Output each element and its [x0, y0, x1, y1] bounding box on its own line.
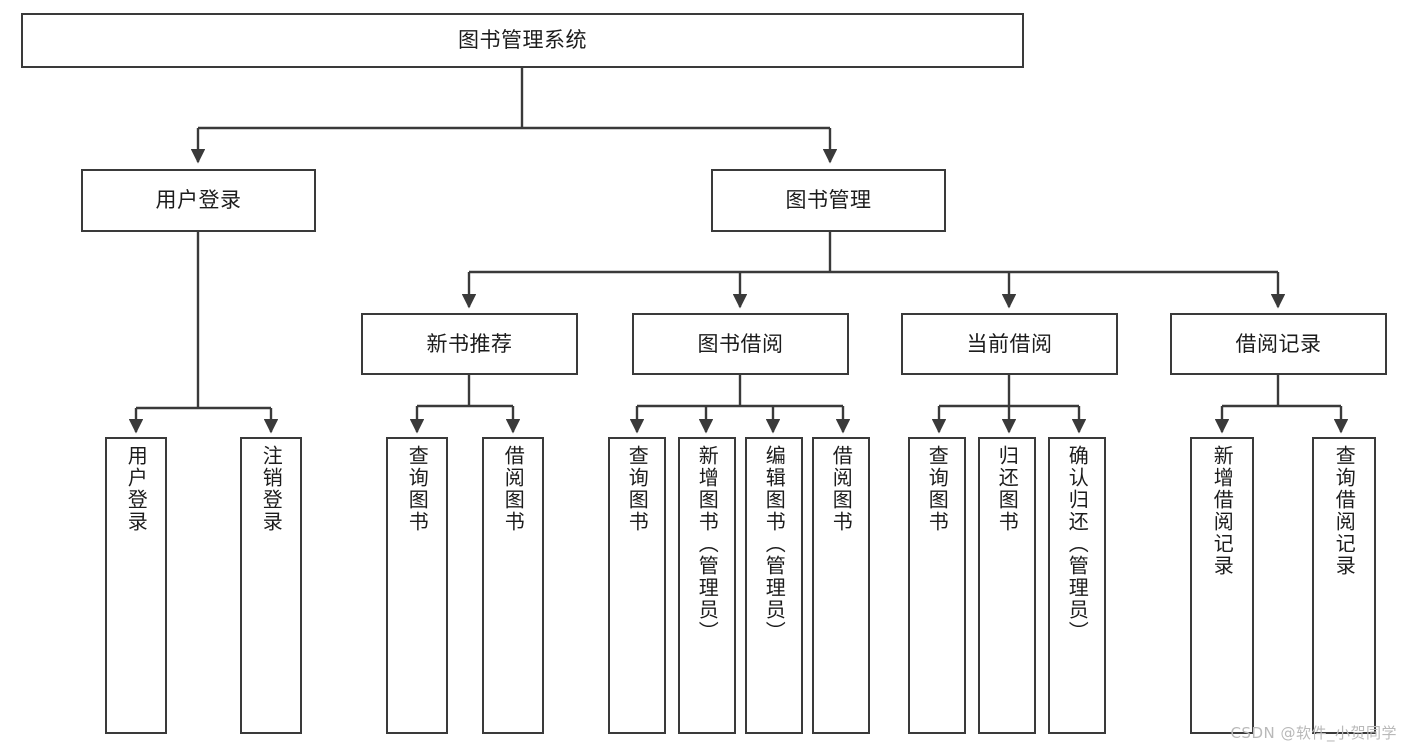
- node-borrow-record[interactable]: 借阅记录: [1170, 313, 1387, 375]
- leaf-borrow-query-book[interactable]: 查询图书: [608, 437, 666, 734]
- leaf-recommend-query-book[interactable]: 查询图书: [386, 437, 448, 734]
- node-user-login[interactable]: 用户登录: [81, 169, 316, 232]
- node-label: 注销登录: [259, 445, 284, 533]
- leaf-borrow-edit-book-admin[interactable]: 编辑图书（管理员）: [745, 437, 803, 734]
- leaf-borrow-borrow-book[interactable]: 借阅图书: [812, 437, 870, 734]
- node-label: 用户登录: [155, 188, 242, 213]
- node-label: 查询借阅记录: [1332, 445, 1357, 577]
- node-label: 图书管理: [785, 188, 872, 213]
- node-label: 图书借阅: [697, 331, 784, 356]
- node-label: 新书推荐: [426, 331, 513, 356]
- node-label: 归还图书: [995, 445, 1020, 533]
- node-current-borrow[interactable]: 当前借阅: [901, 313, 1118, 375]
- node-label: 借阅图书: [501, 445, 526, 533]
- node-label: 新增借阅记录: [1210, 445, 1235, 577]
- node-label: 新增图书（管理员）: [695, 445, 720, 643]
- leaf-current-return-book[interactable]: 归还图书: [978, 437, 1036, 734]
- leaf-user-login-signout[interactable]: 注销登录: [240, 437, 302, 734]
- node-label: 编辑图书（管理员）: [762, 445, 787, 643]
- node-label: 借阅图书: [829, 445, 854, 533]
- node-label: 确认归还（管理员）: [1065, 445, 1090, 643]
- node-label: 查询图书: [925, 445, 950, 533]
- leaf-current-query-book[interactable]: 查询图书: [908, 437, 966, 734]
- leaf-user-login-signin[interactable]: 用户登录: [105, 437, 167, 734]
- csdn-watermark: CSDN @软件_小贺同学: [1230, 724, 1397, 742]
- node-book-borrow[interactable]: 图书借阅: [632, 313, 849, 375]
- leaf-recommend-borrow-book[interactable]: 借阅图书: [482, 437, 544, 734]
- leaf-borrow-add-book-admin[interactable]: 新增图书（管理员）: [678, 437, 736, 734]
- node-root-system[interactable]: 图书管理系统: [21, 13, 1024, 68]
- node-book-management[interactable]: 图书管理: [711, 169, 946, 232]
- node-new-book-recommend[interactable]: 新书推荐: [361, 313, 578, 375]
- leaf-record-add-record[interactable]: 新增借阅记录: [1190, 437, 1254, 734]
- node-label: 查询图书: [625, 445, 650, 533]
- node-label: 借阅记录: [1235, 331, 1322, 356]
- node-label: 当前借阅: [966, 331, 1053, 356]
- node-label: 查询图书: [405, 445, 430, 533]
- node-label: 图书管理系统: [458, 28, 587, 53]
- node-label: 用户登录: [124, 445, 149, 533]
- leaf-record-query-record[interactable]: 查询借阅记录: [1312, 437, 1376, 734]
- leaf-current-confirm-return-admin[interactable]: 确认归还（管理员）: [1048, 437, 1106, 734]
